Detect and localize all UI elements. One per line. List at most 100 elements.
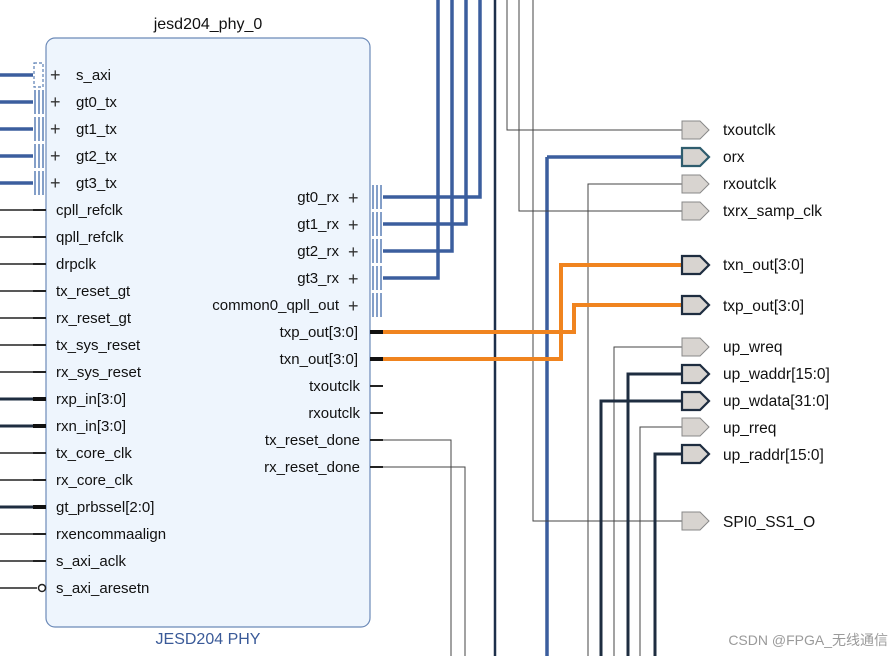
- port-txrx-samp-clk[interactable]: txrx_samp_clk: [681, 201, 822, 221]
- net-up-rreq[interactable]: [639, 426, 682, 656]
- net-up-raddr[interactable]: [653, 452, 682, 656]
- pin-label: rxoutclk: [308, 405, 360, 422]
- plus-icon[interactable]: +: [348, 269, 359, 289]
- port-label: up_wreq: [723, 339, 782, 356]
- pin-s-axi-aresetn[interactable]: s_axi_aresetn: [37, 580, 150, 597]
- port-txoutclk[interactable]: txoutclk: [681, 120, 776, 140]
- net-spi0-ss1[interactable]: [532, 0, 682, 522]
- pin-qpll-refclk[interactable]: qpll_refclk: [33, 229, 124, 246]
- left-nets: [0, 73, 37, 589]
- pin-label: gt3_tx: [76, 175, 117, 192]
- pin-tx-core-clk[interactable]: tx_core_clk: [33, 445, 132, 462]
- pin-gt2-rx[interactable]: gt2_rx +: [297, 239, 382, 263]
- pin-label: gt1_tx: [76, 121, 117, 138]
- port-label: rxoutclk: [723, 176, 777, 193]
- port-txp-out[interactable]: txp_out[3:0]: [680, 294, 804, 316]
- port-label: up_wdata[31:0]: [723, 393, 829, 410]
- plus-icon[interactable]: +: [348, 296, 359, 316]
- pin-txoutclk[interactable]: txoutclk: [309, 378, 383, 395]
- pin-label: gt3_rx: [297, 270, 339, 287]
- plus-icon[interactable]: +: [50, 65, 61, 85]
- net-txn-out[interactable]: [383, 263, 682, 361]
- pin-label: txoutclk: [309, 378, 360, 395]
- plus-icon[interactable]: +: [50, 119, 61, 139]
- net-txoutclk[interactable]: [506, 0, 682, 131]
- pin-gt3-rx[interactable]: gt3_rx +: [297, 266, 382, 290]
- port-label: up_waddr[15:0]: [723, 366, 830, 383]
- pin-rxn-in[interactable]: rxn_in[3:0]: [33, 418, 126, 435]
- port-rxoutclk[interactable]: rxoutclk: [681, 174, 777, 194]
- interface-connector: [372, 293, 382, 317]
- net-up-wreq[interactable]: [613, 346, 682, 656]
- net-up-wdata[interactable]: [599, 399, 682, 656]
- pin-gt1-rx[interactable]: gt1_rx +: [297, 212, 382, 236]
- interface-connector: [372, 239, 382, 263]
- pin-rx-reset-done[interactable]: rx_reset_done: [264, 459, 383, 476]
- pin-s-axi-aclk[interactable]: s_axi_aclk: [33, 553, 127, 570]
- plus-icon[interactable]: +: [50, 92, 61, 112]
- pin-rxoutclk[interactable]: rxoutclk: [308, 405, 383, 422]
- pin-common0-qpll-out[interactable]: common0_qpll_out +: [212, 293, 382, 317]
- pin-drpclk[interactable]: drpclk: [33, 256, 97, 273]
- net-gt0-rx[interactable]: [383, 0, 482, 199]
- port-up-waddr[interactable]: up_waddr[15:0]: [680, 363, 830, 385]
- pin-rxp-in[interactable]: rxp_in[3:0]: [33, 391, 126, 408]
- ip-block-jesd204-phy[interactable]: jesd204_phy_0 JESD204 PHY + s_axi + gt0_…: [33, 16, 383, 648]
- pin-label: rxencommaalign: [56, 526, 166, 543]
- pin-label: tx_sys_reset: [56, 337, 141, 354]
- net-rx-reset-done[interactable]: [372, 466, 466, 656]
- net-txrx-samp-clk[interactable]: [518, 0, 682, 212]
- net-tx-reset-done[interactable]: [372, 439, 452, 656]
- net-gt3-rx[interactable]: [383, 0, 440, 280]
- plus-icon[interactable]: +: [50, 146, 61, 166]
- net-gt1-rx[interactable]: [383, 0, 468, 226]
- active-low-bubble-icon: [37, 583, 47, 593]
- pin-label: s_axi: [76, 67, 111, 84]
- pin-rx-reset-gt[interactable]: rx_reset_gt: [33, 310, 132, 327]
- pin-s-axi[interactable]: + s_axi: [33, 62, 111, 88]
- pin-gt0-rx[interactable]: gt0_rx +: [297, 185, 382, 209]
- pin-txn-out[interactable]: txn_out[3:0]: [280, 351, 383, 368]
- port-orx[interactable]: orx: [680, 146, 745, 168]
- pin-gt-prbssel[interactable]: gt_prbssel[2:0]: [33, 499, 154, 516]
- pin-gt1-tx[interactable]: + gt1_tx: [34, 117, 117, 141]
- pin-rx-sys-reset[interactable]: rx_sys_reset: [33, 364, 142, 381]
- left-pins: cpll_refclk qpll_refclk drpclk tx_reset_…: [33, 202, 166, 597]
- interface-connector: [372, 185, 382, 209]
- pin-label: rxn_in[3:0]: [56, 418, 126, 435]
- port-up-raddr[interactable]: up_raddr[15:0]: [680, 443, 824, 465]
- pin-cpll-refclk[interactable]: cpll_refclk: [33, 202, 123, 219]
- pin-rxencommaalign[interactable]: rxencommaalign: [33, 526, 166, 543]
- pin-label: tx_core_clk: [56, 445, 132, 462]
- plus-icon[interactable]: +: [348, 215, 359, 235]
- port-label: txp_out[3:0]: [723, 298, 804, 315]
- plus-icon[interactable]: +: [348, 188, 359, 208]
- pin-label: gt2_rx: [297, 243, 339, 260]
- port-spi0-ss1-o[interactable]: SPI0_SS1_O: [681, 511, 815, 531]
- port-label: txn_out[3:0]: [723, 257, 804, 274]
- pin-gt0-tx[interactable]: + gt0_tx: [34, 90, 117, 114]
- pin-gt2-tx[interactable]: + gt2_tx: [34, 144, 117, 168]
- pin-tx-sys-reset[interactable]: tx_sys_reset: [33, 337, 141, 354]
- interface-connector: [372, 212, 382, 236]
- net-txp-out[interactable]: [383, 303, 682, 334]
- pin-tx-reset-done[interactable]: tx_reset_done: [265, 432, 383, 449]
- pin-rx-core-clk[interactable]: rx_core_clk: [33, 472, 133, 489]
- plus-icon[interactable]: +: [50, 173, 61, 193]
- pin-gt3-tx[interactable]: + gt3_tx: [34, 171, 117, 195]
- pin-txp-out[interactable]: txp_out[3:0]: [280, 324, 383, 341]
- net-gt2-rx[interactable]: [383, 0, 454, 253]
- external-ports: txoutclk orx rxoutclk txrx_samp_clk txn_…: [680, 120, 830, 531]
- pin-tx-reset-gt[interactable]: tx_reset_gt: [33, 283, 131, 300]
- output-port-icon: [681, 201, 710, 221]
- net-up-waddr[interactable]: [626, 372, 682, 656]
- port-up-rreq[interactable]: up_rreq: [681, 417, 776, 437]
- port-up-wdata[interactable]: up_wdata[31:0]: [680, 390, 829, 412]
- pin-label: txp_out[3:0]: [280, 324, 358, 341]
- port-txn-out[interactable]: txn_out[3:0]: [680, 254, 804, 276]
- right-bus-pins: gt0_rx + gt1_rx + gt2_rx + gt3_rx + comm…: [212, 185, 382, 317]
- plus-icon[interactable]: +: [348, 242, 359, 262]
- block-instance-name: jesd204_phy_0: [153, 16, 263, 33]
- port-up-wreq[interactable]: up_wreq: [681, 337, 782, 357]
- net-rxoutclk[interactable]: [587, 183, 682, 656]
